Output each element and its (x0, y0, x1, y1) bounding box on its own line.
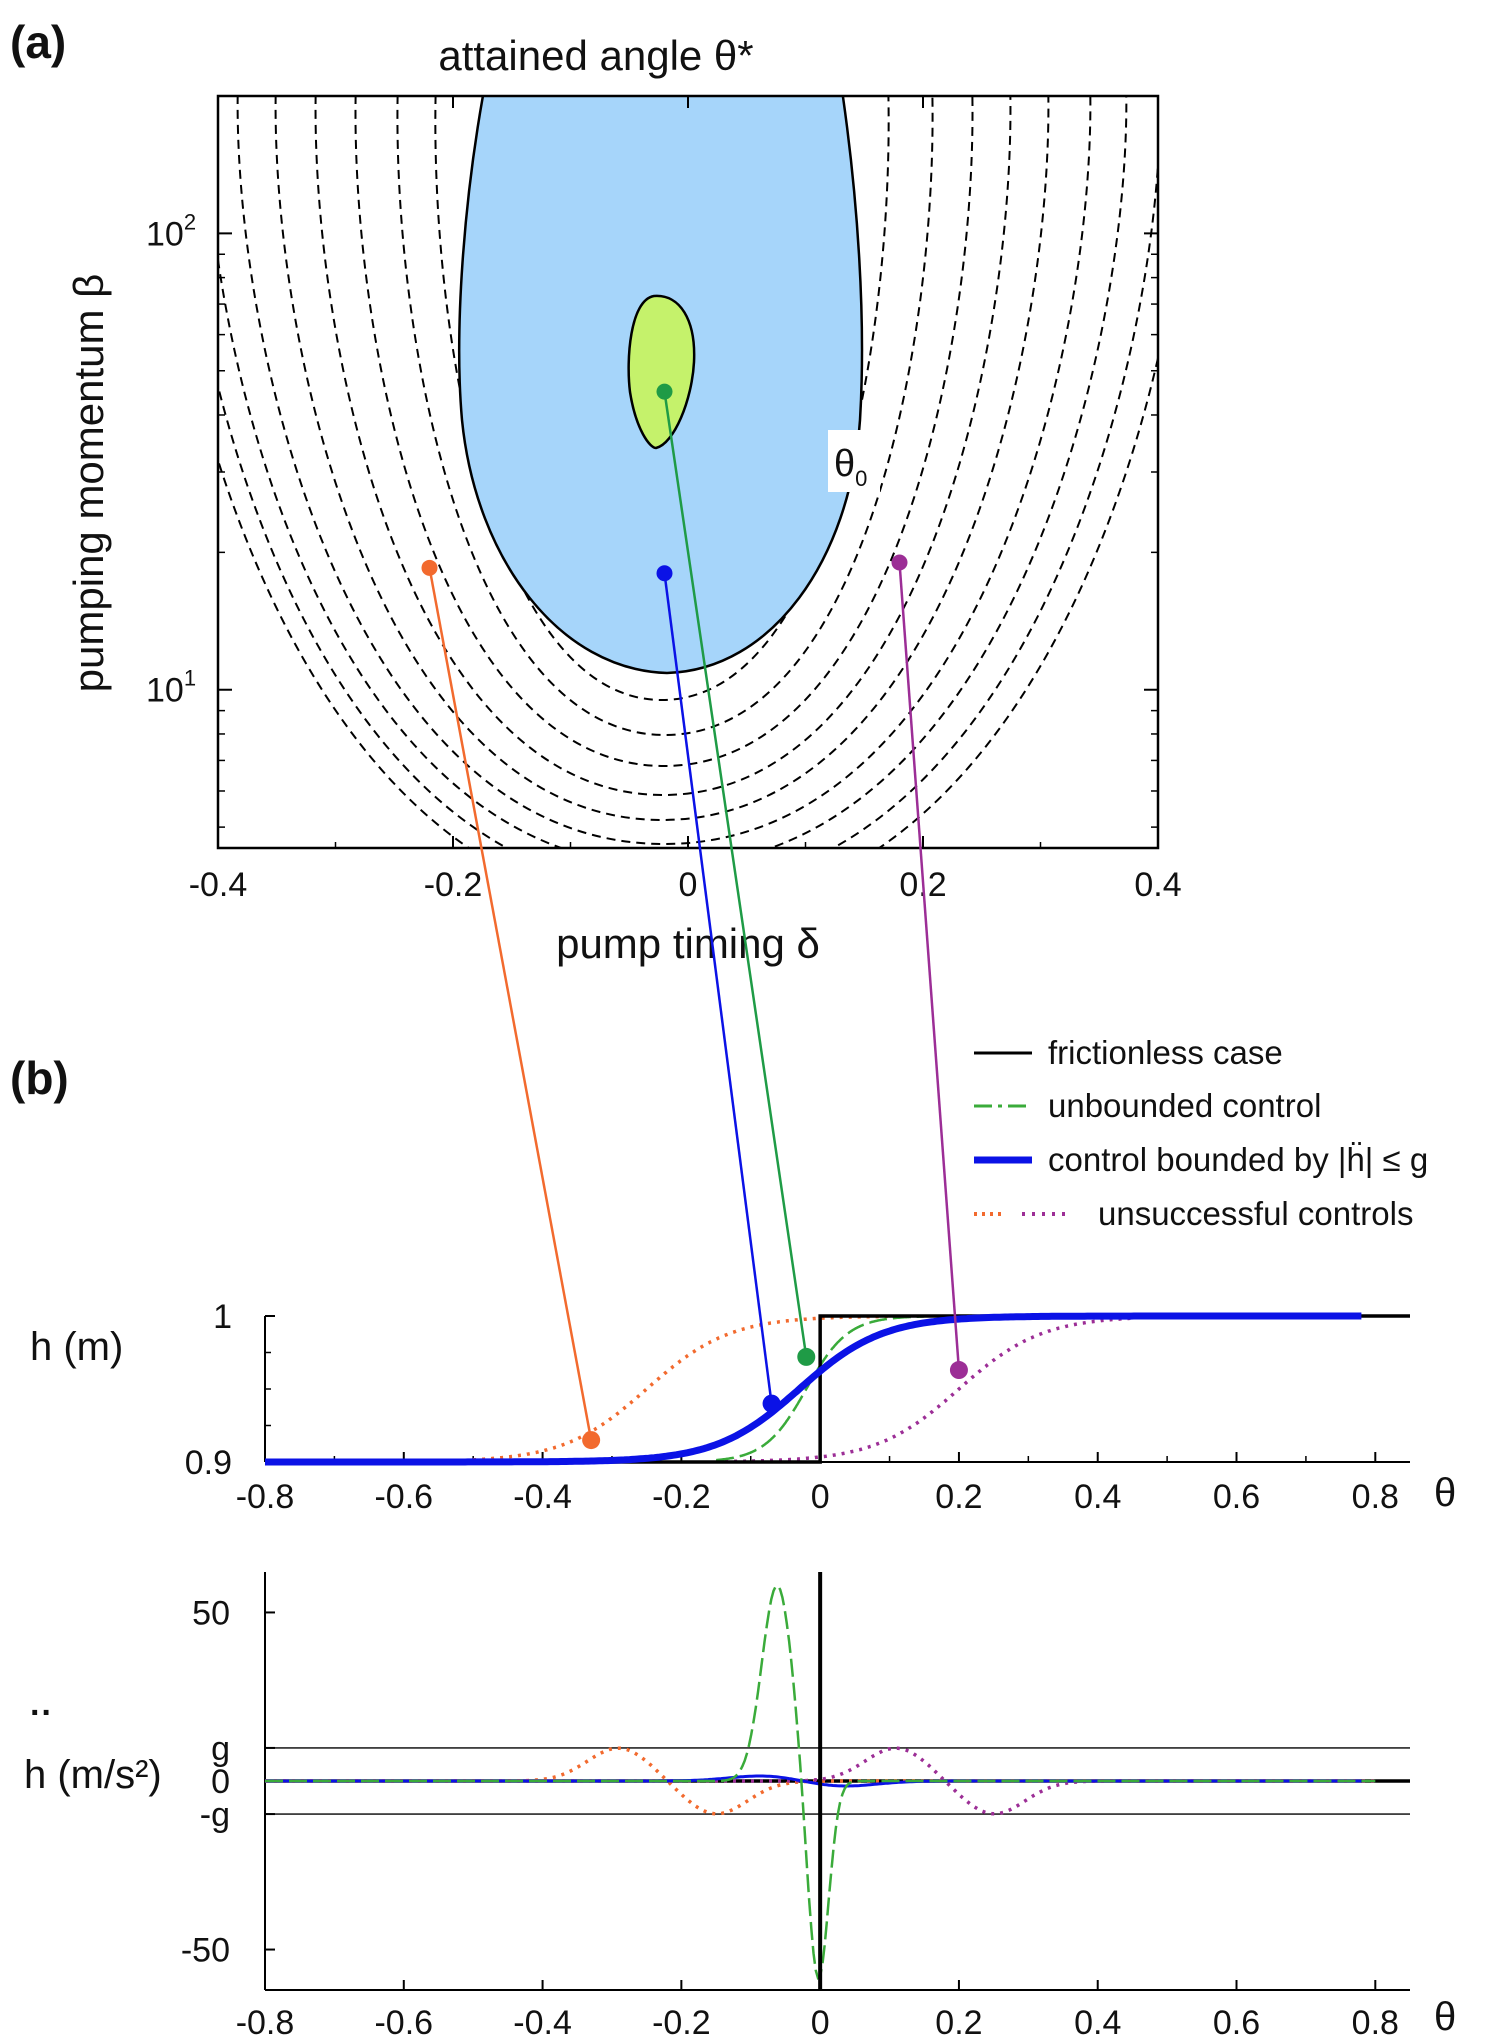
marker-green-a (656, 383, 673, 400)
x-tick-label: 0.8 (1352, 1478, 1399, 1516)
series-frictionless (265, 1314, 1410, 1464)
marker-purple-b (949, 1361, 968, 1380)
x-tick-label: -0.2 (652, 2004, 711, 2042)
x-tick-label: -0.8 (236, 2004, 295, 2042)
legend-unbounded: unbounded control (1048, 1087, 1321, 1124)
marker-green-b (797, 1347, 816, 1366)
y-tick-label: 1 (213, 1298, 232, 1336)
x-tick-label: 0.4 (1074, 2004, 1121, 2042)
marker-orange-b (582, 1431, 601, 1450)
h-xlabel: θ (1434, 1471, 1456, 1515)
connector-line-purple (898, 562, 961, 1371)
contour-line (218, 149, 1158, 848)
x-tick-label: -0.4 (513, 1478, 572, 1516)
legend-bounded: control bounded by |ḧ| ≤ g (1048, 1141, 1428, 1178)
acc-xlabel: θ (1434, 1995, 1456, 2039)
y-tick-label: -g (200, 1796, 230, 1834)
y-tick-label: 101 (146, 666, 196, 710)
y-tick-label: 0.9 (185, 1444, 232, 1482)
legend-unsuccessful: unsuccessful controls (1098, 1195, 1413, 1232)
marker-blue-b (762, 1394, 781, 1413)
series-bounded (265, 1312, 1362, 1466)
x-tick-label: 0 (811, 2004, 830, 2042)
x-tick-label: 0.2 (935, 1478, 982, 1516)
marker-orange-a (421, 559, 438, 576)
panel-a-xlabel: pump timing δ (556, 920, 820, 967)
y-tick-label: 0 (211, 1763, 230, 1801)
region-label-bg (828, 430, 880, 492)
x-tick-label: -0.6 (374, 1478, 433, 1516)
connector-line-blue (663, 573, 773, 1404)
contour-line (218, 96, 1128, 848)
x-tick-label: -0.4 (513, 2004, 572, 2042)
x-tick-label: -0.2 (652, 1478, 711, 1516)
x-tick-label: 0.8 (1352, 2004, 1399, 2042)
acc-ylabel: h (m/s²) (24, 1753, 162, 1797)
contour-line (236, 96, 1092, 846)
contour-line (396, 96, 934, 737)
connector-line-green (663, 391, 808, 1358)
x-tick-label: 0 (811, 1478, 830, 1516)
x-tick-label: 0.6 (1213, 1478, 1260, 1516)
x-tick-label: -0.8 (236, 1478, 295, 1516)
x-tick-label: -0.4 (189, 866, 248, 904)
connector-line-orange (428, 567, 593, 1441)
optimal-region (627, 294, 696, 450)
panel-a-ylabel: pumping momentum β (65, 274, 112, 693)
x-tick-label: -0.2 (424, 866, 483, 904)
acc-ylabel-mark: ·· (30, 1694, 53, 1732)
x-tick-label: 0 (679, 866, 698, 904)
legend-frictionless: frictionless case (1048, 1034, 1283, 1071)
contour-plot: θ0 (216, 94, 1160, 850)
contour-line (354, 96, 974, 768)
y-tick-label: -50 (181, 1932, 230, 1970)
connectors (421, 383, 968, 1450)
contour-line (434, 96, 890, 702)
series-orange (473, 1314, 890, 1462)
y-tick-label: 50 (192, 1594, 230, 1632)
x-tick-label: 0.4 (1134, 866, 1181, 904)
y-tick-label: 102 (146, 209, 196, 253)
marker-blue-a (656, 565, 673, 582)
x-tick-label: -0.6 (374, 2004, 433, 2042)
series-purple (716, 1316, 1133, 1464)
marker-purple-a (891, 554, 908, 571)
contour-line (314, 96, 1012, 797)
height-plot: -0.8 -0.6 -0.4 -0.2 0 0.2 0.4 0.6 0.8 1 0.9 (185, 1298, 1410, 1516)
x-tick-label: 0.2 (935, 2004, 982, 2042)
contour-lines (218, 96, 1158, 848)
x-tick-label: 0.6 (1213, 2004, 1260, 2042)
y-tick-label: g (211, 1730, 230, 1768)
legend: frictionless case unbounded control cont… (974, 1034, 1428, 1232)
panel-a-title: attained angle θ* (438, 32, 753, 79)
h-ylabel: h (m) (30, 1325, 123, 1369)
panel-a-label: (a) (10, 16, 66, 68)
x-tick-label: 0.4 (1074, 1478, 1121, 1516)
panel-b-label: (b) (10, 1052, 69, 1104)
